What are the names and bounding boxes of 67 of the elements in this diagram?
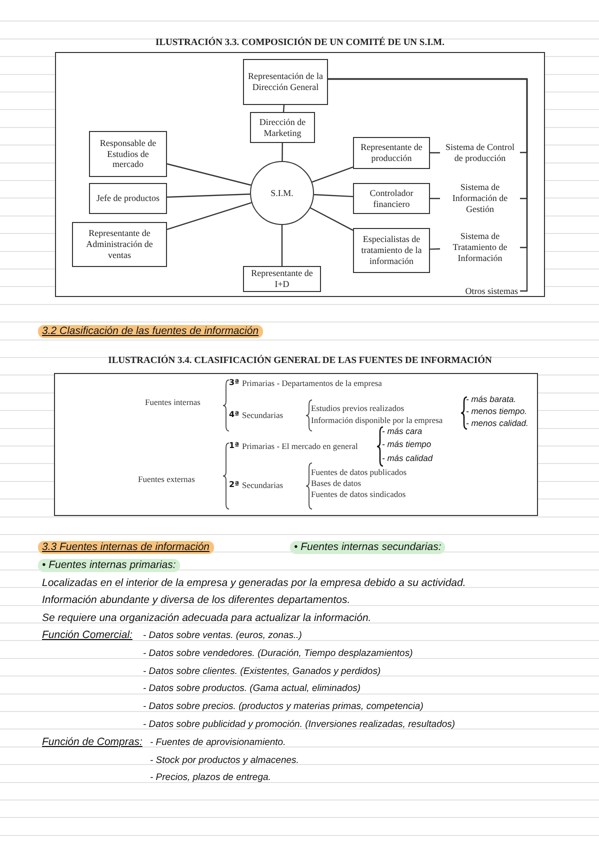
- connector-line: [282, 104, 285, 112]
- connector-line: [430, 198, 440, 200]
- topic-heading: Función de Compras:: [42, 736, 142, 749]
- process-box: Especialistas de tratamiento de la información: [353, 228, 430, 273]
- tree-text: Primarias - Departamentos de la empresa: [242, 378, 382, 388]
- tree-text: Fuentes de datos publicados: [311, 467, 407, 478]
- order-number: 3ª: [229, 378, 240, 388]
- process-box: Representante de producción: [353, 137, 430, 169]
- handwritten-note: - más calidad: [382, 453, 433, 464]
- figure-title: ILUSTRACIÓN 3.3. COMPOSICIÓN DE UN COMITÉ DE UN S.I.M.: [156, 38, 444, 50]
- list-item: - Datos sobre publicidad y promoción. (Inversiones realizadas, resultados): [143, 719, 456, 730]
- process-box: Dirección de Marketing: [250, 112, 315, 143]
- connector-line: [281, 225, 283, 266]
- connector-line: [166, 202, 252, 230]
- subsection-heading: • Fuentes internas secundarias:: [290, 541, 446, 554]
- tree-text: Bases de datos: [311, 478, 362, 488]
- tree-text: Secundarias: [242, 410, 284, 420]
- process-box: Controlador financiero: [353, 183, 430, 214]
- connector-line: [312, 166, 354, 183]
- tree-text: Primarias - El mercado en general: [242, 441, 358, 452]
- process-box: Representación de la Dirección General: [243, 59, 328, 105]
- tree-text: Fuentes de datos sindicados: [311, 489, 406, 500]
- system-label: Sistema de Información de Gestión: [440, 183, 520, 214]
- section-heading: 3.3 Fuentes internas de información: [38, 541, 214, 554]
- connector-line: [166, 194, 250, 198]
- handwritten-note: - más cara: [382, 426, 422, 436]
- tree-text: Fuentes externas: [138, 474, 195, 484]
- note-text: Localizadas en el interior de la empresa y generadas por la empresa debido a su actividad.: [42, 577, 466, 590]
- handwritten-note: - menos tiempo.: [466, 406, 527, 416]
- list-item: - Stock por productos y almacenes.: [150, 755, 299, 766]
- tree-text: Secundarias: [242, 480, 284, 490]
- connector-line: [430, 152, 440, 154]
- handwritten-note: - más barata.: [466, 394, 516, 404]
- list-item: - Datos sobre vendedores. (Duración, Tiempo desplazamientos): [143, 648, 413, 660]
- handwritten-note: - más tiempo: [382, 439, 432, 450]
- process-box: Representante de I+D: [243, 266, 321, 292]
- process-box: Responsable de Estudios de mercado: [89, 131, 167, 177]
- tree-text: Fuentes internas: [145, 397, 200, 408]
- system-label: Sistema de Tratamiento de Información: [440, 232, 520, 263]
- tree-text: Estudios previos realizados: [311, 403, 404, 414]
- section-heading: 3.2 Clasificación de las fuentes de información: [38, 325, 263, 338]
- list-item: - Datos sobre productos. (Gama actual, eliminados): [143, 683, 361, 694]
- list-item: - Datos sobre precios. (productos y materias primas, competencia): [143, 701, 424, 712]
- order-number: 2ª: [229, 480, 240, 490]
- note-text: Se requiere una organización adecuada para actualizar la información.: [42, 612, 372, 625]
- list-item: - Datos sobre ventas. (euros, zonas..): [143, 630, 302, 642]
- connector-line: [282, 143, 283, 161]
- system-label: Otros sistemas: [440, 285, 520, 297]
- order-number: 4ª: [229, 410, 240, 420]
- connector-line: [166, 163, 252, 186]
- process-box: Representante de Administración de ventas: [72, 222, 167, 267]
- connector-line: [314, 194, 354, 198]
- connector-line: [310, 207, 354, 231]
- order-number: 1ª: [229, 441, 240, 451]
- list-item: - Precios, plazos de entrega.: [150, 772, 271, 784]
- list-item: - Fuentes de aprovisionamiento.: [150, 737, 286, 748]
- subsection-heading: • Fuentes internas primarias:: [38, 559, 180, 572]
- tree-text: Información disponible por la empresa: [311, 415, 443, 426]
- system-label: Sistema de Control de producción: [440, 137, 520, 168]
- handwritten-note: - menos calidad.: [466, 418, 528, 428]
- connector-line: [430, 248, 440, 250]
- note-text: Información abundante y diversa de los diferentes departamentos.: [42, 594, 350, 607]
- connector-line: [328, 78, 528, 292]
- list-item: - Datos sobre clientes. (Existentes, Ganados y perdidos): [143, 666, 381, 678]
- topic-heading: Función Comercial:: [42, 629, 132, 642]
- process-box: Jefe de productos: [89, 183, 167, 214]
- figure-title: ILUSTRACIÓN 3.4. CLASIFICACIÓN GENERAL DE LAS FUENTES DE INFORMACIÓN: [108, 356, 492, 368]
